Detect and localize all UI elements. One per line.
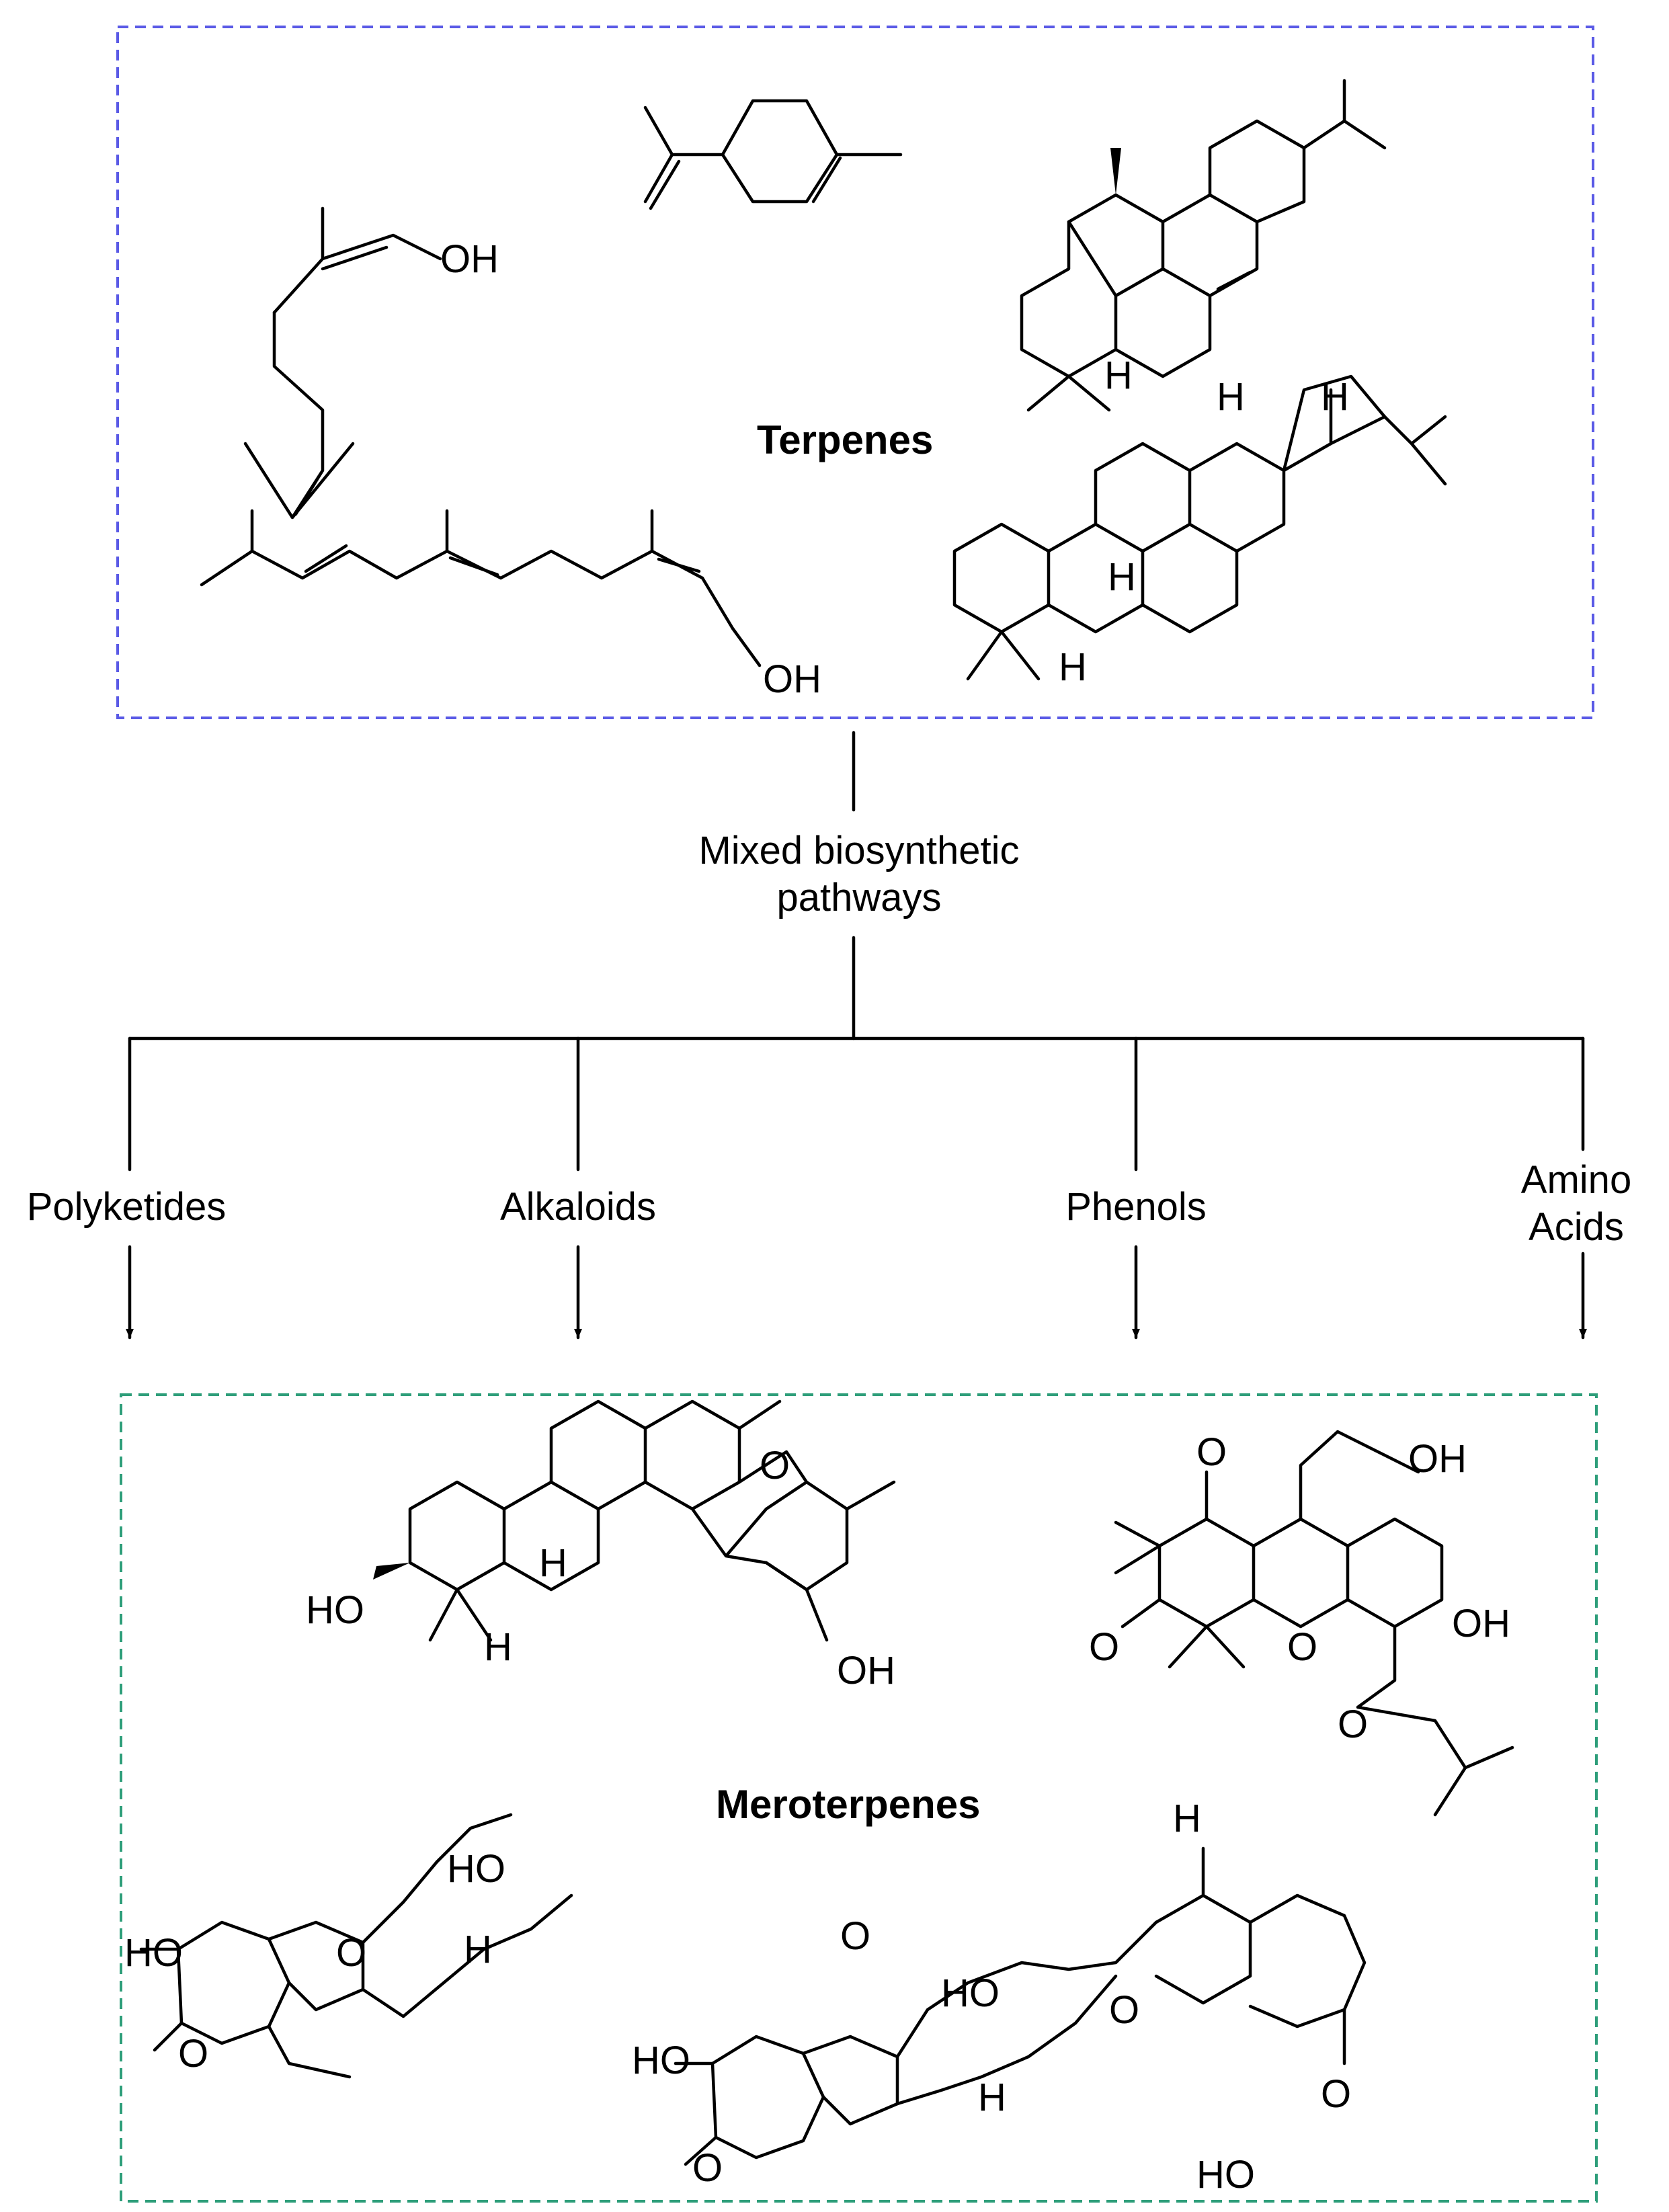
terpene-molecule-hopane: H H H H [952,374,1447,689]
stereo-h-label: H [539,1541,567,1585]
terpenes-box [116,26,1594,719]
stereo-h-label: H [1217,375,1245,419]
terpene-molecule-farnesol: OH [200,509,821,701]
hydroxyl-label: HO [124,1931,183,1975]
terpene-molecule-abietadiene: H [1020,79,1387,412]
terpene-molecule-limonene [643,99,903,210]
hydroxyl-label: HO [306,1588,364,1632]
branch-label-alkaloids: Alkaloids [500,1185,656,1229]
molecule-atom-label: OH [763,657,821,701]
hydroxyl-label: HO [941,1971,1000,2015]
terpene-molecule-geraniol: OH [243,206,499,520]
stereo-h-label: H [464,1928,492,1971]
stereo-h-label: H [1321,375,1349,419]
stereo-h-label: H [1108,555,1136,599]
stereo-h-label: H [484,1625,512,1669]
ring-oxygen-label: O [1109,1988,1139,2032]
meroterpenes-title: Meroterpenes [716,1782,980,1827]
molecule-atom-label: OH [440,237,499,281]
ring-oxygen-label: O [840,1914,870,1958]
branch-label-amino-acids-line1: Amino [1521,1158,1631,1202]
hydroxyl-label: HO [1196,2153,1255,2197]
ketone-oxygen-label: O [178,2032,208,2076]
branch-label-phenols: Phenols [1065,1185,1207,1229]
meroterpene-molecule-tropolone-2: O O HO HO HO O O H H [632,1797,1367,2197]
hydroxyl-label: OH [1408,1437,1467,1481]
pathway-label-line1: Mixed biosynthetic [698,829,1019,872]
ketone-oxygen-label: O [692,2146,723,2190]
meroterpene-molecule-xanthene: O O O O OH OH [1089,1430,1514,1817]
ketone-oxygen-label: O [1321,2072,1351,2116]
hydroxyl-label: OH [1452,1602,1510,1645]
hydroxyl-label: HO [447,1847,505,1891]
terpenes-title: Terpenes [757,417,933,462]
hydroxyl-label: OH [837,1649,895,1692]
furan-oxygen-label: O [760,1444,790,1487]
meroterpene-molecule-steroid-benzofuran: O HO OH H H [306,1399,896,1692]
stereo-h-label: H [1104,354,1133,397]
ring-oxygen-label: O [1287,1625,1317,1669]
branch-label-amino-acids-line2: Acids [1529,1205,1624,1249]
stereo-h-label: H [978,2076,1006,2119]
ketone-oxygen-label: O [1089,1625,1119,1669]
pathway-label-line2: pathways [776,876,941,919]
ketone-oxygen-label: O [1196,1430,1227,1474]
ketone-oxygen-label: O [1338,1703,1368,1746]
stereo-h-label: H [1059,645,1087,689]
hydroxyl-label: HO [632,2039,690,2082]
branch-label-polyketides: Polyketides [27,1185,227,1229]
meroterpenes-box [120,1393,1598,2203]
stereo-h-label: H [1173,1797,1201,1840]
meroterpene-molecule-tropolone-1: O HO HO O H [124,1813,573,2079]
ring-oxygen-label: O [336,1931,366,1975]
